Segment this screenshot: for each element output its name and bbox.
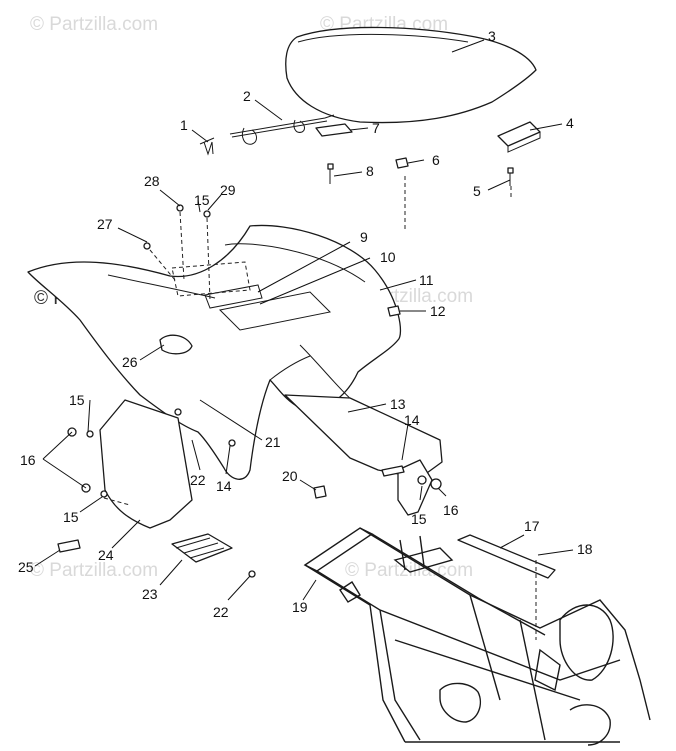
screw-28[interactable] [176, 204, 184, 212]
callout-7[interactable]: 7 [372, 120, 380, 136]
callout-17[interactable]: 17 [524, 518, 540, 534]
storage-panel-part[interactable] [171, 261, 332, 331]
fastener-12-part[interactable] [387, 305, 401, 317]
mud-guard-part[interactable] [99, 399, 193, 529]
plate-25-part[interactable] [57, 539, 81, 553]
right-mud-flap-part[interactable] [397, 459, 433, 516]
washer-15c[interactable] [417, 475, 427, 485]
callout-2[interactable]: 2 [243, 88, 251, 104]
callout-3[interactable]: 3 [488, 28, 496, 44]
callout-24[interactable]: 24 [98, 547, 114, 563]
fastener-26-part[interactable] [159, 334, 193, 355]
bracket-17-part[interactable] [457, 534, 556, 579]
washer-15a[interactable] [86, 430, 94, 438]
callout-22a[interactable]: 22 [190, 472, 206, 488]
leader-lines [34, 39, 574, 601]
bolt-14a[interactable] [228, 439, 236, 447]
callout-23[interactable]: 23 [142, 586, 158, 602]
watermark-4: © Partzilla.com [30, 560, 158, 581]
callout-21[interactable]: 21 [265, 434, 281, 450]
fastener-20-part[interactable] [313, 485, 327, 499]
footrest-part[interactable] [171, 533, 233, 563]
latch-plate-4-part[interactable] [497, 121, 541, 153]
callout-8[interactable]: 8 [366, 163, 374, 179]
bolt-14b[interactable] [381, 465, 405, 477]
callout-15d[interactable]: 15 [411, 511, 427, 527]
callouts: 1 2 3 4 5 6 7 8 9 10 11 12 13 14 14 15 1… [18, 28, 593, 620]
grommet-6-part[interactable] [395, 157, 409, 169]
seat-bracket-part[interactable] [315, 123, 353, 137]
callout-10[interactable]: 10 [380, 249, 396, 265]
callout-5[interactable]: 5 [473, 183, 481, 199]
callout-15b[interactable]: 15 [63, 509, 79, 525]
callout-22b[interactable]: 22 [213, 604, 229, 620]
callout-14a[interactable]: 14 [404, 412, 420, 428]
seat-part[interactable] [285, 26, 537, 124]
callout-1[interactable]: 1 [180, 117, 188, 133]
screw-5-part[interactable] [507, 167, 514, 186]
callout-29[interactable]: 29 [220, 182, 236, 198]
callout-19[interactable]: 19 [292, 599, 308, 615]
callout-11[interactable]: 11 [419, 272, 434, 288]
callout-9[interactable]: 9 [360, 229, 368, 245]
screws [67, 204, 442, 578]
callout-25[interactable]: 25 [18, 559, 34, 575]
callout-16b[interactable]: 16 [443, 502, 459, 518]
washer-15b[interactable] [100, 490, 108, 498]
callout-26[interactable]: 26 [122, 354, 138, 370]
watermark-1: © Partzilla.com [30, 14, 158, 35]
nut-16c[interactable] [430, 478, 442, 490]
callout-13[interactable]: 13 [390, 396, 406, 412]
callout-20[interactable]: 20 [282, 468, 298, 484]
callout-28[interactable]: 28 [144, 173, 160, 189]
callout-16a[interactable]: 16 [20, 452, 36, 468]
callout-6[interactable]: 6 [432, 152, 440, 168]
screw-22a[interactable] [174, 408, 182, 416]
seat-latch-rod-part[interactable] [229, 114, 335, 145]
callout-18[interactable]: 18 [577, 541, 593, 557]
latch-spring-part[interactable] [199, 137, 215, 156]
screw-8-part[interactable] [327, 163, 334, 184]
callout-15a[interactable]: 15 [69, 392, 85, 408]
screw-29[interactable] [203, 210, 211, 218]
screw-22b[interactable] [248, 570, 256, 578]
frame-part[interactable] [303, 527, 651, 746]
callout-27[interactable]: 27 [97, 216, 113, 232]
callout-15c[interactable]: 15 [194, 192, 210, 208]
screw-27[interactable] [143, 242, 151, 250]
callout-14b[interactable]: 14 [216, 478, 232, 494]
callout-12[interactable]: 12 [430, 303, 446, 319]
callout-4[interactable]: 4 [566, 115, 574, 131]
